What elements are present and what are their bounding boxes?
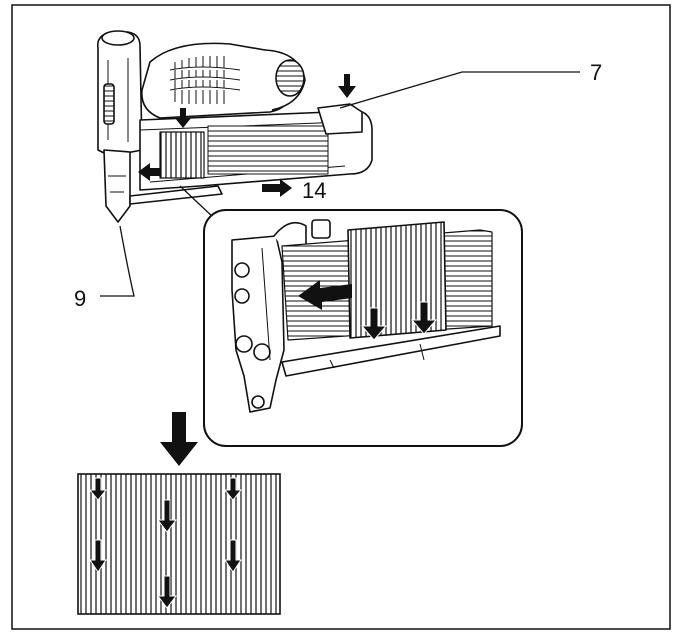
arrow-down-pusher <box>338 74 356 98</box>
callout-lines <box>100 71 580 297</box>
air-inlet <box>275 59 305 97</box>
driver-nose <box>103 149 131 223</box>
nail-strip-large <box>77 473 281 615</box>
arrow-right-rail <box>262 179 292 197</box>
zoom-leader <box>179 185 215 219</box>
big-down-arrow <box>160 412 198 466</box>
arrow-down-strip <box>175 108 191 128</box>
zoom-arrow-left <box>298 280 352 310</box>
zoom-arrow-down-2 <box>410 301 438 335</box>
nail-strip-panel <box>77 412 281 615</box>
zoom-arrows <box>298 280 438 341</box>
leader-7 <box>339 71 580 109</box>
zoom-rail <box>281 325 501 377</box>
nail-strip-small <box>159 131 205 179</box>
zoom-nose-plate <box>231 235 285 413</box>
arrow-left-strip <box>138 163 160 181</box>
pusher <box>317 103 363 135</box>
leader-9 <box>100 225 135 297</box>
callout-9: 9 <box>74 286 86 311</box>
zoom-detail <box>203 209 523 447</box>
tool-arrows <box>138 74 356 197</box>
figure-frame <box>11 4 671 630</box>
callout-14: 14 <box>302 178 326 203</box>
callout-7: 7 <box>590 60 602 85</box>
grip-texture <box>169 56 241 104</box>
nailer-tool <box>96 30 373 223</box>
zoom-arrow-down-1 <box>360 307 388 341</box>
